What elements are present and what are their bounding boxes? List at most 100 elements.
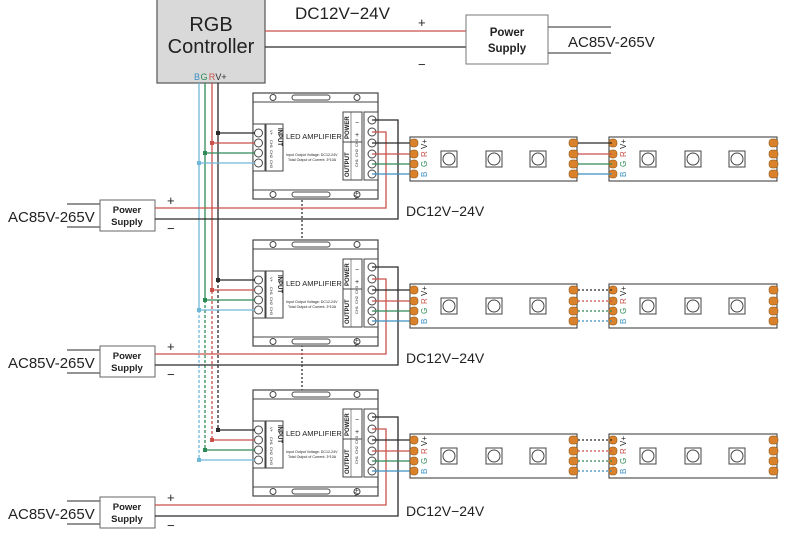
strip-output-pad	[768, 316, 779, 326]
dc-negative-wire	[155, 266, 399, 366]
input-label-block	[265, 420, 284, 469]
led-lens	[686, 449, 700, 463]
wire-junction	[197, 458, 201, 462]
strip-pin-label: G	[619, 458, 628, 464]
strip-output-pad	[768, 149, 779, 159]
mounting-hole	[269, 191, 277, 198]
strip-output-pad	[568, 466, 579, 476]
strip-output-pad	[768, 466, 779, 476]
strip-output-pad	[768, 169, 779, 179]
strip-pin-label: R	[420, 448, 429, 454]
mounting-hole	[353, 488, 361, 495]
input-pin-label: CH1	[269, 140, 274, 149]
input-label: INPUT	[276, 128, 282, 146]
power-plus-label: +	[355, 429, 359, 436]
amplifier-title: LED AMPLIFIER	[286, 279, 342, 288]
plus-sign: +	[167, 339, 175, 354]
led-lens	[442, 152, 456, 166]
strip-pin-label: R	[420, 298, 429, 304]
strip-input-pad	[608, 446, 618, 456]
led-lens	[487, 449, 501, 463]
strip-pin-label: G	[619, 308, 628, 314]
controller-title-line2: Controller	[168, 36, 255, 58]
dc-positive-wire	[155, 428, 387, 506]
led-lens	[730, 449, 744, 463]
led-lens	[531, 152, 545, 166]
strip-output-pad	[568, 159, 579, 169]
strip-output-pad	[768, 296, 779, 306]
mounting-hole	[353, 241, 361, 248]
strip-input-pad	[409, 456, 419, 466]
strip-pin-label: V+	[619, 286, 628, 296]
controller-pin-g: G	[200, 72, 207, 82]
wire-junction	[203, 151, 207, 155]
led-lens	[442, 449, 456, 463]
wire-junction	[216, 278, 220, 282]
controller-pin-vplus: V+	[215, 72, 226, 82]
power-supply-box-3	[99, 496, 156, 529]
input-pin-label: V+	[269, 427, 274, 433]
strip-input-pad	[409, 306, 419, 316]
input-label-block	[265, 270, 284, 319]
plus-sign: +	[167, 490, 175, 505]
power-supply-label-2: Supply	[111, 363, 143, 374]
strip-pin-label: B	[420, 319, 429, 324]
amplifier-spec-2: Total Output of Current: 3*10A	[288, 305, 337, 309]
power-supply-box-2	[99, 345, 156, 378]
power-label: POWER	[345, 413, 351, 436]
mounting-hole	[353, 191, 361, 198]
amplifier-spec-1: Input Output Voltage: DC12-24V	[286, 450, 338, 454]
wire-junction	[203, 448, 207, 452]
mounting-hole	[269, 488, 277, 495]
strip-pin-label: B	[420, 469, 429, 474]
power-plus-label: +	[355, 279, 359, 286]
wire-junction	[203, 298, 207, 302]
dc-negative-wire	[155, 119, 399, 220]
top-plus-sign: +	[418, 15, 426, 30]
strip-input-pad	[608, 456, 618, 466]
power-supply-label-2: Supply	[111, 217, 143, 228]
output-label: OUTPUT	[345, 449, 351, 474]
mounting-hole	[353, 94, 361, 101]
strip-input-pad	[409, 285, 419, 295]
led-lens	[641, 299, 655, 313]
mounting-slot	[291, 338, 331, 345]
amplifier-spec-1: Input Output Voltage: DC12-24V	[286, 153, 338, 157]
power-minus-label: −	[355, 120, 359, 127]
input-terminal-4	[254, 158, 263, 168]
led-lens	[531, 299, 545, 313]
strip-pin-label: B	[420, 172, 429, 177]
strip-input-pad	[409, 466, 419, 476]
strip-pin-label: G	[619, 161, 628, 167]
strip-output-pad	[568, 435, 579, 445]
output-pin-label: CH3	[354, 435, 359, 444]
strip-output-pad	[568, 306, 579, 316]
output-pin-label: CH1	[354, 455, 359, 464]
dc-positive-wire	[155, 131, 387, 209]
strip-output-pad	[768, 285, 779, 295]
amplifier-spec-2: Total Output of Current: 3*10A	[288, 158, 337, 162]
input-terminal-1	[254, 128, 263, 138]
strip-pin-label: B	[619, 469, 628, 474]
controller-pin-r: R	[209, 72, 216, 82]
output-pin-label: CH2	[354, 445, 359, 454]
power-label: POWER	[345, 116, 351, 139]
input-terminal-2	[254, 138, 263, 148]
top-dc-voltage-label: DC12V−24V	[295, 4, 391, 23]
mounting-hole	[353, 338, 361, 345]
strip-pin-label: V+	[420, 286, 429, 296]
strip-input-pad	[409, 446, 419, 456]
mounting-hole	[269, 241, 277, 248]
strip-output-pad	[768, 306, 779, 316]
input-terminal-3	[254, 295, 263, 305]
strip-input-pad	[409, 169, 419, 179]
led-lens	[730, 152, 744, 166]
minus-sign: −	[167, 518, 175, 533]
top-minus-sign: −	[418, 57, 426, 72]
input-pin-label: CH3	[269, 160, 274, 169]
wire-junction	[216, 131, 220, 135]
led-lens	[730, 299, 744, 313]
